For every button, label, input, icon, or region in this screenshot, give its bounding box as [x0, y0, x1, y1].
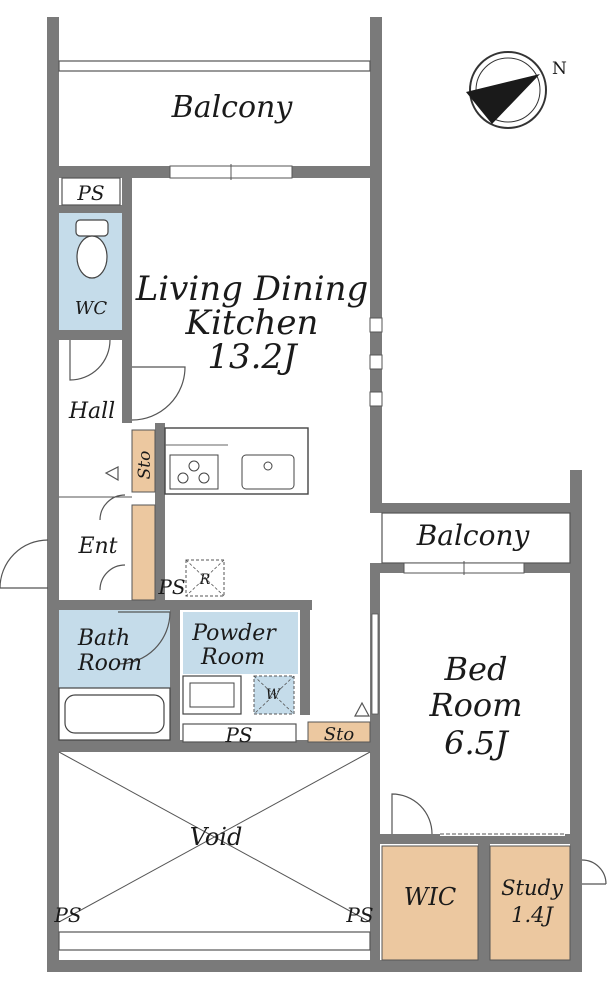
ps-top: PS — [61, 177, 121, 206]
wc-door-swing — [69, 339, 111, 381]
bath-door-swing — [117, 611, 171, 665]
balcony-top: Balcony — [58, 60, 371, 180]
wall-bed-left — [370, 573, 380, 972]
powder-label-line1: Powder — [191, 621, 277, 646]
ps-powder-label: PS — [224, 723, 252, 747]
wall-void-top — [47, 740, 380, 752]
wall-wc-bottom — [59, 330, 122, 340]
bath-label-line1: Bath — [77, 626, 130, 651]
wall-wic-top — [380, 834, 582, 844]
powder-floor — [183, 612, 298, 674]
balcony-right-label: Balcony — [416, 519, 531, 552]
bed-door-swing — [391, 793, 433, 835]
wc-label: WC — [75, 298, 108, 319]
shoe-storage — [131, 504, 156, 601]
compass-needle-icon — [466, 74, 540, 124]
study-label-line1: Study — [501, 876, 564, 900]
bathtub-icon — [64, 694, 165, 734]
ldk-size: 13.2J — [207, 337, 299, 377]
wall-ldk-right — [370, 17, 382, 503]
wc-room: WC — [59, 213, 122, 330]
ps-powder: PS Sto — [182, 701, 371, 747]
bath-floor — [59, 610, 170, 688]
toilet-tank-icon — [75, 219, 109, 237]
void-rail — [58, 931, 371, 951]
compass: N — [466, 51, 567, 129]
hall-label: Hall — [68, 399, 115, 424]
wall-bottom — [47, 960, 582, 972]
bed-label-line2: Room — [429, 686, 523, 724]
fridge-label: R — [199, 572, 211, 588]
study-room: Study 1.4J — [489, 845, 607, 961]
ldk-door-swing — [131, 366, 186, 421]
bed-size: 6.5J — [444, 724, 510, 762]
void-area: Void PS PS — [53, 751, 374, 951]
wic-label: WIC — [404, 883, 457, 911]
ps-void-right-label: PS — [345, 903, 373, 927]
balcony-top-rail — [58, 60, 371, 72]
bath-room: Bath Room — [58, 610, 171, 741]
powder-label-line2: Room — [200, 645, 265, 670]
walls — [47, 17, 582, 972]
ldk-label-line2: Kitchen — [185, 303, 319, 343]
kitchen-counter — [164, 427, 309, 495]
ps-top-label: PS — [76, 181, 104, 205]
wall-bath-right — [170, 610, 180, 740]
front-door-swing — [0, 539, 49, 589]
wic-room: WIC — [381, 845, 479, 961]
hall-doors: Hall Ent — [0, 339, 186, 591]
wall-bath-top — [47, 600, 312, 610]
balcony-right: Balcony — [381, 512, 571, 575]
bath-label-line2: Room — [77, 651, 142, 676]
wall-ps-bottom — [59, 205, 122, 213]
washer-label: W — [266, 687, 282, 703]
ldk-label-line1: Living Dining — [135, 269, 369, 309]
void-label: Void — [190, 823, 243, 851]
wall-sto-right — [155, 423, 165, 610]
sto-right-label: Sto — [324, 724, 355, 745]
bed-label-line1: Bed — [444, 650, 508, 688]
stove-icon — [169, 454, 219, 490]
powder-room: W Powder Room — [182, 612, 298, 715]
wall-wic-study — [478, 844, 490, 960]
sto-hall-label: Sto — [135, 451, 155, 480]
sink-icon — [241, 454, 295, 490]
wall-left — [47, 17, 59, 972]
compass-north-label: N — [552, 59, 567, 79]
balcony-top-label: Balcony — [171, 90, 294, 125]
wall-bed-balcony-top — [370, 503, 582, 513]
sto-right — [307, 721, 371, 743]
sto-hall: Sto — [131, 429, 156, 601]
ps-ent-label: PS — [157, 575, 185, 599]
ps-void-left-label: PS — [53, 903, 81, 927]
study-door-swing — [581, 859, 607, 885]
entrance-label: Ent — [77, 534, 117, 559]
ps-ent: PS R — [157, 559, 225, 599]
wall-right — [570, 470, 582, 972]
wall-powder-right — [300, 610, 310, 715]
study-size: 1.4J — [511, 903, 554, 927]
wall-wc-right — [122, 178, 132, 423]
bed-room: Bed Room 6.5J — [371, 613, 565, 836]
ldk-room: Living Dining Kitchen 13.2J — [135, 269, 383, 407]
toilet-bowl-icon — [76, 235, 108, 279]
